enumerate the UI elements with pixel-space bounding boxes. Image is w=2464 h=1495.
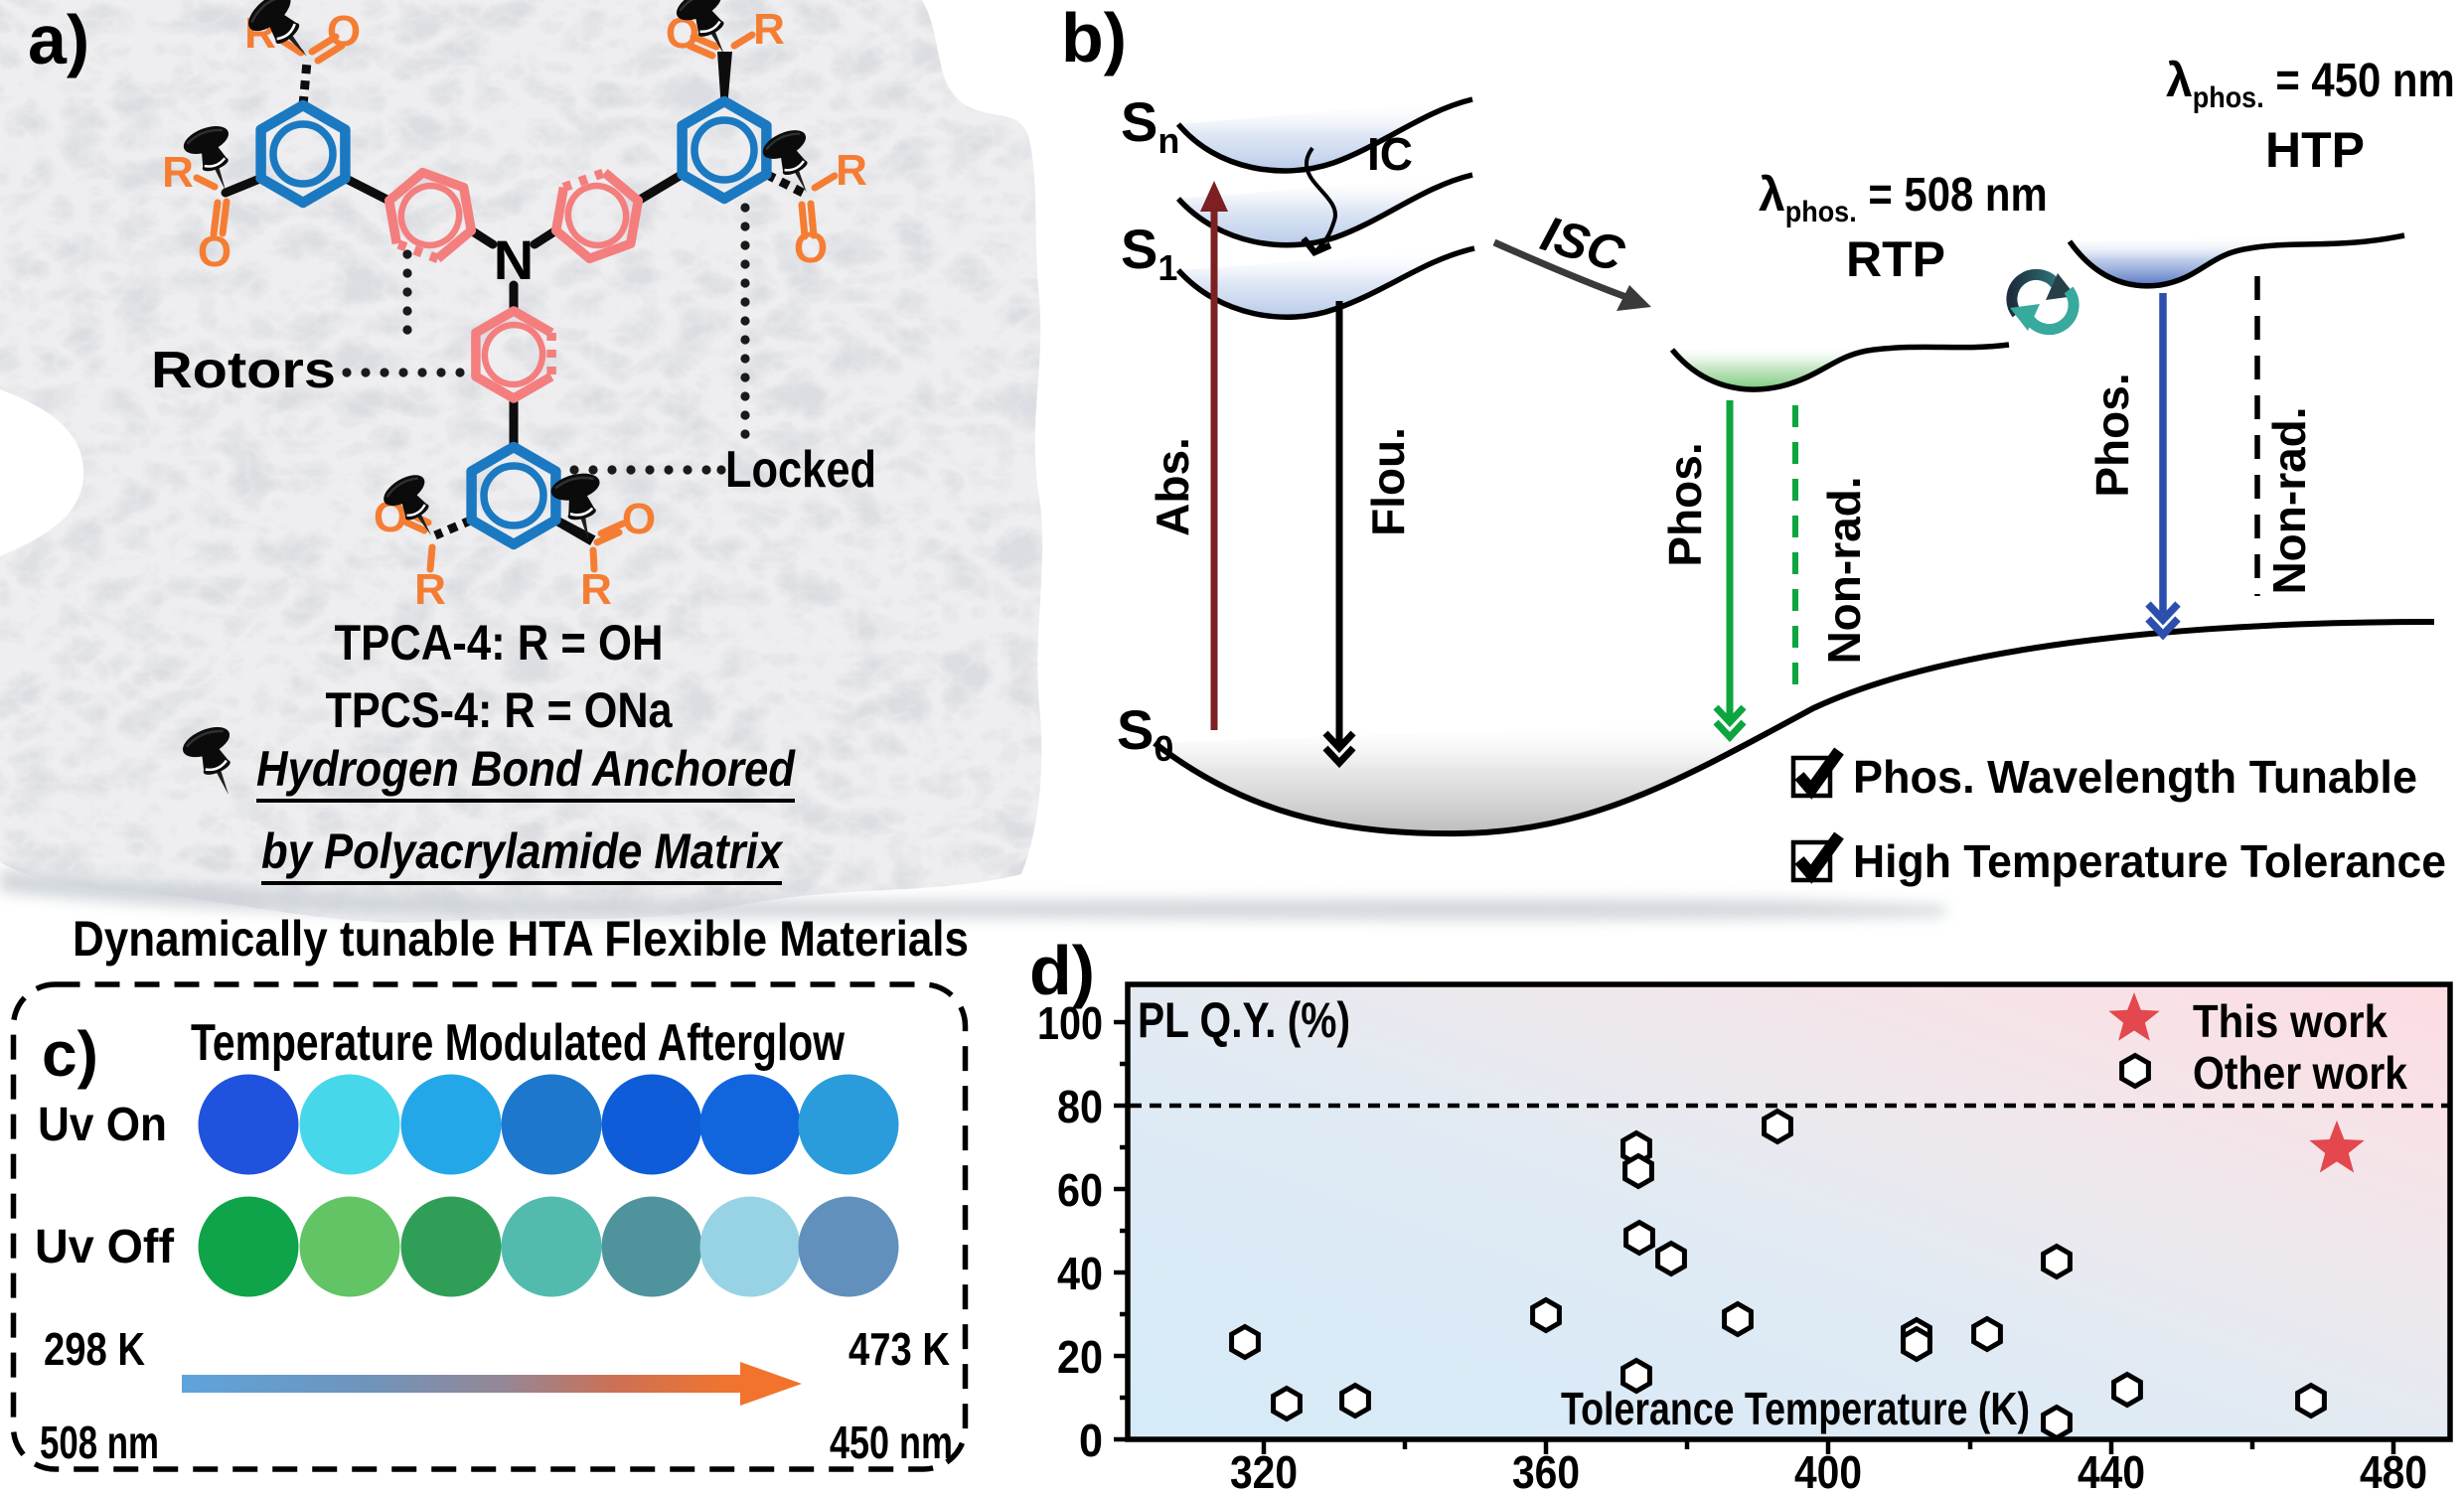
svg-text:S0: S0 [1117,698,1173,769]
svg-text:d): d) [1029,932,1095,1009]
svg-text:Uv Off: Uv Off [35,1221,175,1273]
svg-text:IC: IC [1367,128,1413,180]
svg-text:TPCA-4: R = OH: TPCA-4: R = OH [335,615,664,671]
svg-text:O: O [198,227,231,276]
svg-text:R: R [580,565,612,614]
svg-text:508 nm: 508 nm [40,1417,159,1468]
svg-text:R: R [753,5,785,54]
svg-text:O: O [327,7,361,56]
svg-text:ISC: ISC [1535,206,1631,283]
svg-text:Phos.: Phos. [2086,373,2138,497]
svg-text:O: O [622,495,656,543]
svg-text:473 K: 473 K [848,1323,950,1375]
svg-text:O: O [794,224,828,272]
svg-text:320: 320 [1230,1446,1298,1490]
svg-text:R: R [162,148,194,197]
svg-text:by Polyacrylamide Matrix: by Polyacrylamide Matrix [261,823,784,879]
svg-text:Sn: Sn [1121,90,1179,161]
svg-text:R: R [836,146,867,195]
svg-text:Flou.: Flou. [1362,427,1414,536]
svg-text:PL Q.Y. (%): PL Q.Y. (%) [1138,992,1350,1048]
svg-text:λphos. = 450 nm: λphos. = 450 nm [2166,55,2455,114]
svg-text:Abs.: Abs. [1147,437,1198,536]
svg-text:c): c) [42,1018,98,1090]
svg-text:Non-rad.: Non-rad. [2263,406,2315,594]
svg-text:360: 360 [1512,1446,1580,1490]
svg-text:High Temperature Tolerance: High Temperature Tolerance [1853,835,2446,887]
svg-text:Phos. Wavelength Tunable: Phos. Wavelength Tunable [1853,751,2417,803]
svg-text:40: 40 [1057,1248,1103,1299]
svg-text:Rotors: Rotors [151,342,336,399]
svg-text:60: 60 [1057,1164,1103,1216]
svg-text:This work: This work [2193,995,2387,1047]
svg-text:20: 20 [1057,1331,1103,1383]
svg-text:Temperature Modulated Afterglo: Temperature Modulated Afterglow [191,1014,845,1072]
svg-text:Other work: Other work [2193,1047,2407,1099]
svg-text:N: N [494,228,534,291]
svg-text:RTP: RTP [1846,231,1945,287]
svg-text:a): a) [28,1,89,78]
svg-text:Uv On: Uv On [38,1099,167,1151]
svg-text:480: 480 [2360,1446,2427,1490]
svg-text:298 K: 298 K [44,1323,145,1375]
svg-text:Phos.: Phos. [1659,442,1711,566]
svg-text:TPCS-4: R = ONa: TPCS-4: R = ONa [326,682,674,738]
svg-text:0: 0 [1079,1415,1103,1466]
svg-text:HTP: HTP [2265,122,2365,178]
svg-text:80: 80 [1057,1081,1103,1132]
svg-text:R: R [414,565,446,614]
svg-text:Dynamically tunable HTA Flexib: Dynamically tunable HTA Flexible Materia… [73,911,969,967]
svg-text:450 nm: 450 nm [830,1417,953,1468]
svg-text:Locked: Locked [725,441,876,499]
svg-text:100: 100 [1037,997,1103,1049]
svg-text:b): b) [1061,0,1127,76]
svg-text:λphos. = 508 nm: λphos. = 508 nm [1759,169,2048,228]
svg-text:400: 400 [1794,1446,1862,1490]
svg-text:440: 440 [2078,1446,2145,1490]
svg-text:Hydrogen Bond Anchored: Hydrogen Bond Anchored [256,741,796,797]
svg-text:Non-rad.: Non-rad. [1818,476,1870,664]
svg-text:S1: S1 [1121,218,1177,288]
